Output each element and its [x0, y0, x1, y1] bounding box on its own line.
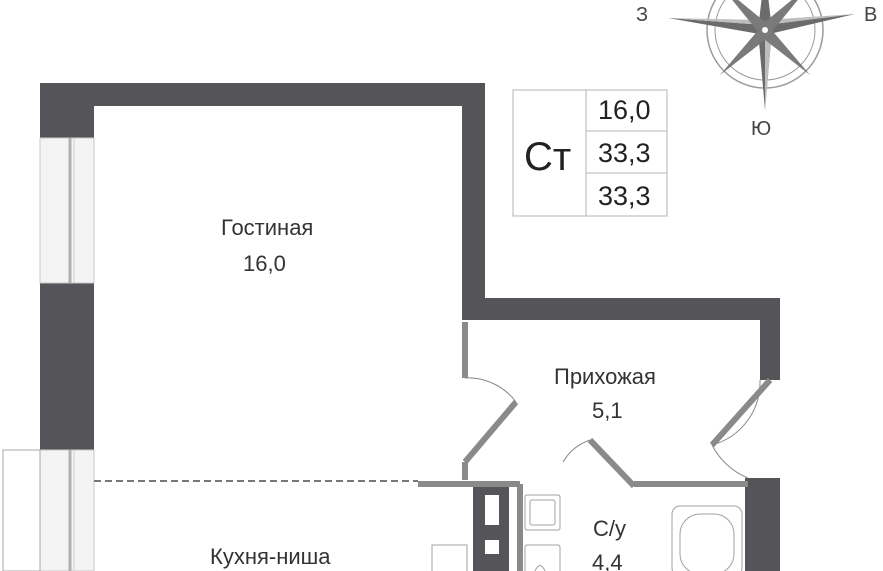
walls	[40, 83, 780, 571]
compass-rose: З В Ю	[636, 0, 877, 140]
compass-south-label: Ю	[751, 118, 771, 140]
room-labels: Гостиная 16,0 Прихожая 5,1 С/у 4,4 Кухня…	[210, 215, 656, 571]
apartment-legend: Ст 16,0 33,3 33,3	[512, 89, 668, 217]
living-room-name: Гостиная	[221, 215, 313, 240]
left-windows	[2, 137, 95, 571]
living-area-value: 16,0	[598, 95, 651, 125]
bathroom-fixtures	[431, 494, 743, 571]
bathroom-area: 4,4	[592, 550, 623, 571]
compass-east-label: В	[864, 4, 877, 26]
total-area-with-balcony-value: 33,3	[598, 181, 651, 211]
apartment-type-label: Ст	[524, 135, 571, 179]
hallway-name: Прихожая	[554, 364, 656, 389]
kitchen-niche-name: Кухня-ниша	[210, 544, 331, 569]
bathroom-name: С/у	[593, 516, 626, 541]
partitions	[418, 322, 748, 571]
total-area-value: 33,3	[598, 138, 651, 168]
living-room-area: 16,0	[243, 251, 286, 276]
compass-west-label: З	[636, 4, 648, 26]
hallway-area: 5,1	[592, 398, 623, 423]
doors	[462, 377, 773, 489]
